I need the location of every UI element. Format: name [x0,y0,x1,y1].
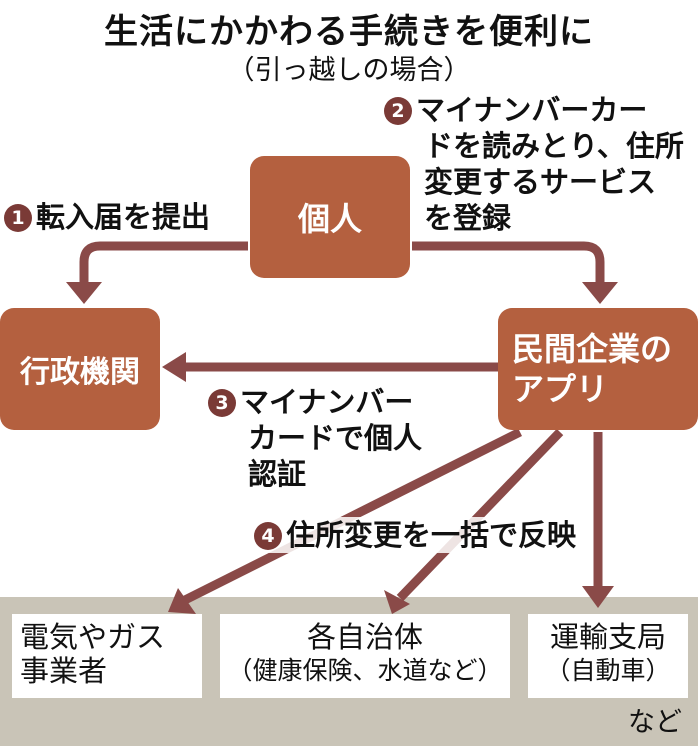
node-individual: 個人 [250,156,410,278]
step-number-badge: 4 [254,522,282,550]
step3-text-line3: 認証 [248,457,307,491]
step2-text-line2: ドを読みとり、住所 [424,129,684,163]
step3-text-line2: カードで個人 [248,421,423,455]
diagram-subtitle: （引っ越しの場合） [227,55,471,86]
step4-text: 住所変更を一括で反映 [286,518,577,552]
step1-text: 転入届を提出 [36,200,211,234]
arrowhead-step4c [582,586,614,608]
step3-text-line1: マイナンバー [240,385,414,419]
arrow-step4b-line [396,428,564,602]
step2-text-line4: を登録 [424,201,512,235]
diagram-title: 生活にかかわる手続きを便利に [104,12,594,52]
destination-municipalities-line1: 各自治体 [306,620,423,654]
step2-text-line3: 変更するサービス [424,165,657,199]
destination-utilities-line2: 事業者 [20,654,108,688]
node-app-line2: アプリ [512,370,609,408]
node-app-line1: 民間企業の [512,330,673,368]
arrow-step1-line [79,241,248,292]
etc-label: など [628,707,682,738]
arrowhead-step4a [168,588,196,614]
destination-municipalities: 各自治体 （健康保険、水道など） [220,614,510,698]
step2-text-line1: マイナンバーカー [416,93,648,127]
arrowhead-step3 [162,352,186,382]
step-number-badge: 1 [4,204,32,232]
arrow-step2-line [412,241,605,292]
arrowhead-step4b [384,590,410,614]
destination-transport-line1: 運輸支局 [549,620,666,654]
node-private-app: 民間企業の アプリ [498,308,698,430]
destination-transport-bureau: 運輸支局 （自動車） [528,614,688,698]
destination-municipalities-line2: （健康保険、水道など） [227,656,503,685]
destination-utilities-line1: 電気やガス [20,620,166,654]
arrowhead-step1 [66,282,102,304]
node-government: 行政機関 [0,308,160,430]
arrowhead-step2 [582,282,618,304]
node-government-label: 行政機関 [20,355,140,390]
step-number-badge: 3 [208,389,236,417]
destination-transport-line2: （自動車） [545,656,671,685]
destination-utilities: 電気やガス 事業者 [12,614,202,698]
node-individual-label: 個人 [297,200,362,238]
step-number-badge: 2 [384,97,412,125]
